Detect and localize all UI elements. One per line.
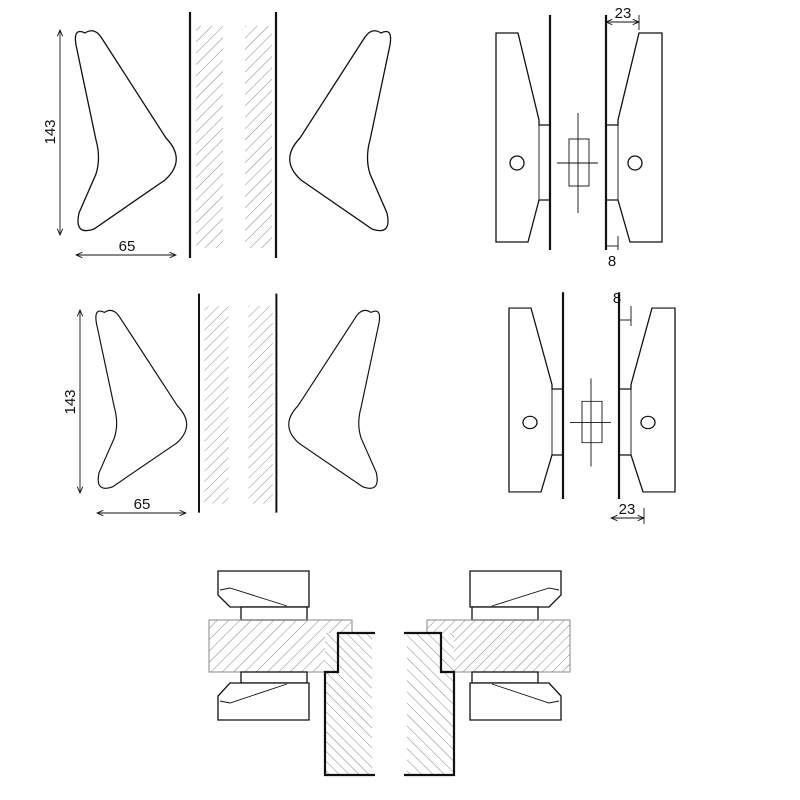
section-view-left [208,570,375,777]
height-dimension-label: 143 [42,119,59,144]
front-view-top [74,10,392,260]
offset-dimension-label: 23 [615,5,632,22]
height-dimension-label-2: 143 [62,389,79,414]
width-dimension-label: 65 [119,238,136,255]
width-dimension-label-2: 65 [134,496,151,513]
gap-dimension-label: 8 [608,253,616,270]
side-view-middle [507,291,677,501]
front-view-middle [94,292,381,514]
section-view-right [404,570,571,777]
side-view-top [494,13,664,252]
offset-dimension-label-2: 23 [619,501,636,518]
gap-dimension-label-2: 8 [613,290,621,307]
